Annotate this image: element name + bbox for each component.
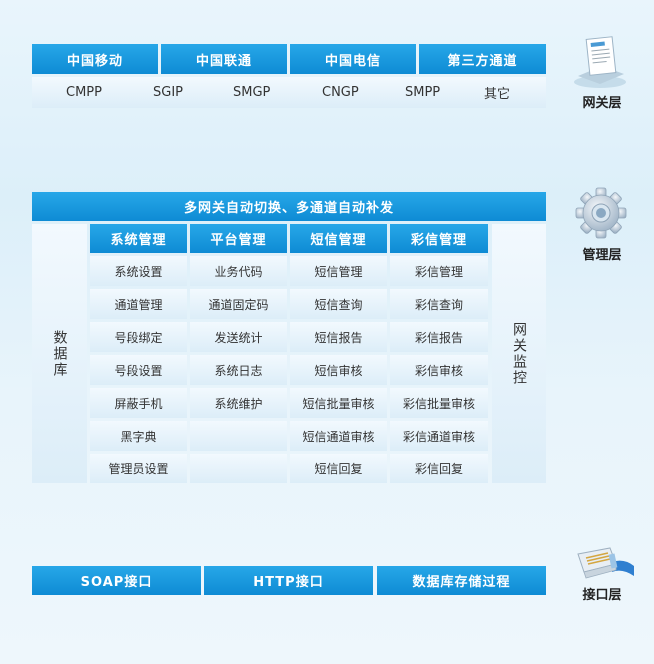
management-banner: 多网关自动切换、多通道自动补发 xyxy=(32,192,546,221)
mms-item: 彩信管理 xyxy=(390,256,488,286)
platform-item: 系统日志 xyxy=(190,355,287,385)
protocol-cmpp: CMPP xyxy=(66,85,102,100)
platform-item: 业务代码 xyxy=(190,256,287,286)
mms-item: 彩信批量审核 xyxy=(390,388,488,418)
gateway-layer: 中国移动 中国联通 中国电信 第三方通道 CMPP SGIP SMGP CNGP… xyxy=(32,44,546,108)
gear-icon xyxy=(574,186,628,240)
database-label: 数据库 xyxy=(51,329,68,378)
mms-item: 彩信查询 xyxy=(390,289,488,319)
carrier-third-party: 第三方通道 xyxy=(419,44,546,74)
sms-item: 短信回复 xyxy=(290,454,387,483)
management-layer-label: 管理层 xyxy=(582,248,622,263)
column-header-mms: 彩信管理 xyxy=(390,224,488,253)
gateway-layer-label: 网关层 xyxy=(582,96,622,111)
carrier-china-unicom: 中国联通 xyxy=(161,44,287,74)
mms-item: 彩信回复 xyxy=(390,454,488,483)
platform-item: 通道固定码 xyxy=(190,289,287,319)
system-item: 屏蔽手机 xyxy=(90,388,187,418)
column-header-platform: 平台管理 xyxy=(190,224,287,253)
document-icon xyxy=(570,32,630,90)
system-item: 号段设置 xyxy=(90,355,187,385)
sms-item: 短信批量审核 xyxy=(290,388,387,418)
platform-item-empty xyxy=(190,421,287,451)
gateway-monitor-label: 网关监控 xyxy=(511,321,527,386)
system-item: 系统设置 xyxy=(90,256,187,286)
system-item: 管理员设置 xyxy=(90,454,187,483)
system-item: 号段绑定 xyxy=(90,322,187,352)
platform-item: 发送统计 xyxy=(190,322,287,352)
network-connector-icon xyxy=(572,540,634,584)
platform-item-empty xyxy=(190,454,287,483)
protocol-smpp: SMPP xyxy=(405,85,441,100)
mms-item: 彩信审核 xyxy=(390,355,488,385)
carrier-china-mobile: 中国移动 xyxy=(32,44,158,74)
sms-item: 短信管理 xyxy=(290,256,387,286)
protocol-cngp: CNGP xyxy=(322,85,359,100)
interface-layer-label: 接口层 xyxy=(582,588,622,603)
database-panel: 数据库 xyxy=(32,224,87,483)
interface-soap: SOAP接口 xyxy=(32,566,201,595)
carrier-china-telecom: 中国电信 xyxy=(290,44,416,74)
interface-db-procedure: 数据库存储过程 xyxy=(377,566,546,595)
protocol-row: CMPP SGIP SMGP CNGP SMPP 其它 xyxy=(32,77,546,108)
sms-item: 短信审核 xyxy=(290,355,387,385)
column-header-system: 系统管理 xyxy=(90,224,187,253)
column-header-sms: 短信管理 xyxy=(290,224,387,253)
protocol-sgip: SGIP xyxy=(153,85,183,100)
sms-item: 短信查询 xyxy=(290,289,387,319)
gateway-monitor-panel: 网关监控 xyxy=(492,224,546,483)
system-item: 黑字典 xyxy=(90,421,187,451)
protocol-other: 其它 xyxy=(484,87,511,102)
interface-http: HTTP接口 xyxy=(204,566,373,595)
protocol-smgp: SMGP xyxy=(233,85,271,100)
sms-item: 短信报告 xyxy=(290,322,387,352)
platform-item: 系统维护 xyxy=(190,388,287,418)
mms-item: 彩信报告 xyxy=(390,322,488,352)
system-item: 通道管理 xyxy=(90,289,187,319)
sms-item: 短信通道审核 xyxy=(290,421,387,451)
mms-item: 彩信通道审核 xyxy=(390,421,488,451)
